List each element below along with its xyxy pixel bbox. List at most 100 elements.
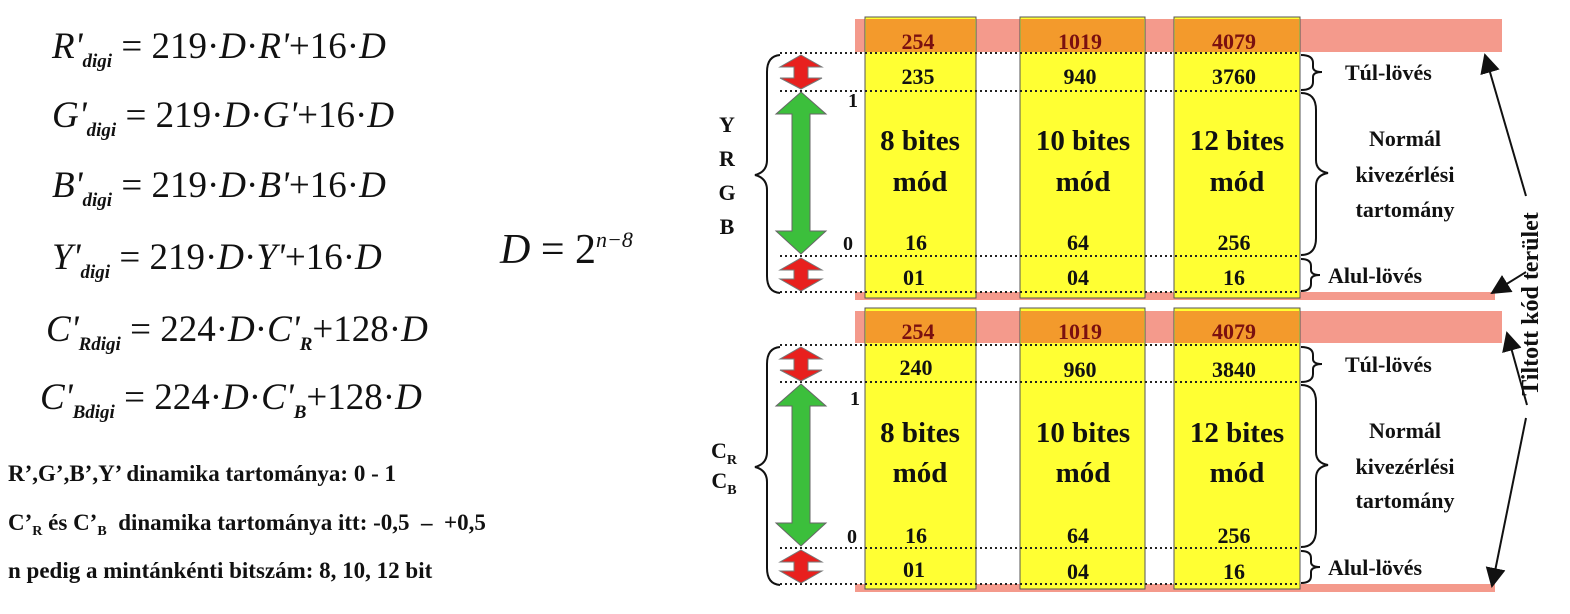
undershoot-value-12bit: 16 xyxy=(1223,559,1245,584)
undershoot-value-12bit: 16 xyxy=(1223,265,1245,290)
marker-zero: 0 xyxy=(847,526,857,548)
mode-label-12bit: 12 bites xyxy=(1190,125,1284,157)
group-label-b: B xyxy=(720,214,735,239)
overshoot-value-12bit: 3840 xyxy=(1212,357,1256,382)
mode-label-10bit-line2: mód xyxy=(1056,457,1111,489)
formula-cr: C'Rdigi = 224·D·C'R+128·D xyxy=(46,309,428,355)
forbidden-value-10bit: 1019 xyxy=(1058,29,1102,54)
forbidden-cell-10bit xyxy=(1021,311,1144,343)
block-yrgb: 254 1019 4079 235 940 3760 16 64 256 01 … xyxy=(718,16,1502,300)
column-8bit xyxy=(864,307,977,590)
brace-left xyxy=(754,346,781,586)
label-normal-3: tartomány xyxy=(1356,488,1455,513)
note-bit-depth: n pedig a mintánkénti bitszám: 8, 10, 12… xyxy=(8,558,433,583)
brace-undershoot xyxy=(1300,258,1321,292)
forbidden-cell-10bit xyxy=(1021,19,1144,52)
forbidden-value-8bit: 254 xyxy=(902,319,935,344)
black-value-10bit: 64 xyxy=(1067,230,1089,255)
group-label-r: R xyxy=(719,146,736,171)
column-8bit xyxy=(864,16,977,299)
group-label-cb: CB xyxy=(711,468,736,498)
green-arrow-normal xyxy=(774,91,828,255)
forbidden-cell-12bit xyxy=(1175,311,1299,343)
black-value-12bit: 256 xyxy=(1218,230,1251,255)
label-normal-1: Normál xyxy=(1369,126,1441,151)
undershoot-value-10bit: 04 xyxy=(1067,265,1089,290)
formula-cb: C'Bdigi = 224·D·C'B+128·D xyxy=(40,377,422,423)
formula-d: D = 2n−8 xyxy=(500,227,633,273)
column-12bit xyxy=(1173,307,1301,590)
pointer-line xyxy=(1485,417,1527,588)
overshoot-value-8bit: 240 xyxy=(900,355,933,380)
mode-label-8bit: 8 bites xyxy=(880,417,960,449)
red-arrow-overshoot xyxy=(778,346,824,382)
brace-overshoot xyxy=(1300,346,1323,383)
brace-left xyxy=(754,54,781,294)
column-10bit xyxy=(1019,307,1146,590)
mode-label-10bit: 10 bites xyxy=(1036,125,1130,157)
brace-undershoot xyxy=(1300,550,1321,584)
label-undershoot: Alul-lövés xyxy=(1328,555,1423,580)
forbidden-cell-8bit xyxy=(866,311,975,343)
red-arrow-overshoot xyxy=(778,54,824,90)
formula-b: B'digi = 219·D·B'+16·D xyxy=(52,165,386,211)
forbidden-value-12bit: 4079 xyxy=(1212,29,1256,54)
overshoot-value-10bit: 940 xyxy=(1064,64,1097,89)
marker-one: 1 xyxy=(848,90,858,112)
label-forbidden: Tiltott kód terület xyxy=(1518,212,1544,396)
label-normal-3: tartomány xyxy=(1356,197,1455,222)
group-label-cr: CR xyxy=(711,438,738,468)
mode-label-8bit: 8 bites xyxy=(880,125,960,157)
formula-g: G'digi = 219·D·G'+16·D xyxy=(52,95,395,141)
marker-zero: 0 xyxy=(843,233,853,255)
forbidden-value-8bit: 254 xyxy=(902,29,935,54)
mode-label-12bit: 12 bites xyxy=(1190,417,1284,449)
formula-y: Y'digi = 219·D·Y'+16·D xyxy=(52,237,382,283)
brace-overshoot xyxy=(1300,54,1323,91)
mode-label-8bit-line2: mód xyxy=(893,166,948,198)
mode-label-12bit-line2: mód xyxy=(1210,166,1265,198)
overshoot-value-8bit: 235 xyxy=(902,64,935,89)
overshoot-value-12bit: 3760 xyxy=(1212,64,1256,89)
group-label-g: G xyxy=(718,180,735,205)
formula-r: R'digi = 219·D·R'+16·D xyxy=(52,26,386,72)
black-value-12bit: 256 xyxy=(1218,523,1251,548)
label-overshoot: Túl-lövés xyxy=(1345,60,1432,85)
undershoot-value-8bit: 01 xyxy=(903,265,925,290)
undershoot-value-8bit: 01 xyxy=(903,557,925,582)
pointer-line xyxy=(1502,331,1528,406)
brace-normal xyxy=(1300,384,1329,548)
forbidden-cell-8bit xyxy=(866,19,975,52)
group-label-y: Y xyxy=(719,112,735,137)
mode-label-8bit-line2: mód xyxy=(893,457,948,489)
forbidden-value-10bit: 1019 xyxy=(1058,319,1102,344)
mode-label-12bit-line2: mód xyxy=(1210,457,1265,489)
overshoot-value-10bit: 960 xyxy=(1064,357,1097,382)
forbidden-cell-12bit xyxy=(1175,19,1299,52)
black-value-8bit: 16 xyxy=(905,230,927,255)
note-rgby-range: R’,G’,B’,Y’ dinamika tartománya: 0 - 1 xyxy=(8,461,396,486)
block-crcb: 254 1019 4079 240 960 3840 16 64 256 01 … xyxy=(711,307,1502,592)
pointer-line xyxy=(1490,271,1527,295)
pointer-line xyxy=(1480,53,1527,197)
label-overshoot: Túl-lövés xyxy=(1345,352,1432,377)
undershoot-value-10bit: 04 xyxy=(1067,559,1089,584)
label-normal-2: kivezérlési xyxy=(1356,454,1455,479)
mode-label-10bit: 10 bites xyxy=(1036,417,1130,449)
brace-normal xyxy=(1300,92,1329,256)
forbidden-value-12bit: 4079 xyxy=(1212,319,1256,344)
marker-one: 1 xyxy=(850,388,860,410)
black-value-10bit: 64 xyxy=(1067,523,1089,548)
label-normal-1: Normál xyxy=(1369,418,1441,443)
red-arrow-undershoot xyxy=(778,549,824,584)
note-crcb-range: C’R és C’B dinamika tartománya itt: -0,5… xyxy=(8,510,486,539)
label-normal-2: kivezérlési xyxy=(1356,162,1455,187)
black-value-8bit: 16 xyxy=(905,523,927,548)
red-arrow-undershoot xyxy=(778,257,824,292)
green-arrow-normal xyxy=(774,383,828,547)
column-10bit xyxy=(1019,16,1146,299)
mode-label-10bit-line2: mód xyxy=(1056,166,1111,198)
label-undershoot: Alul-lövés xyxy=(1328,263,1423,288)
